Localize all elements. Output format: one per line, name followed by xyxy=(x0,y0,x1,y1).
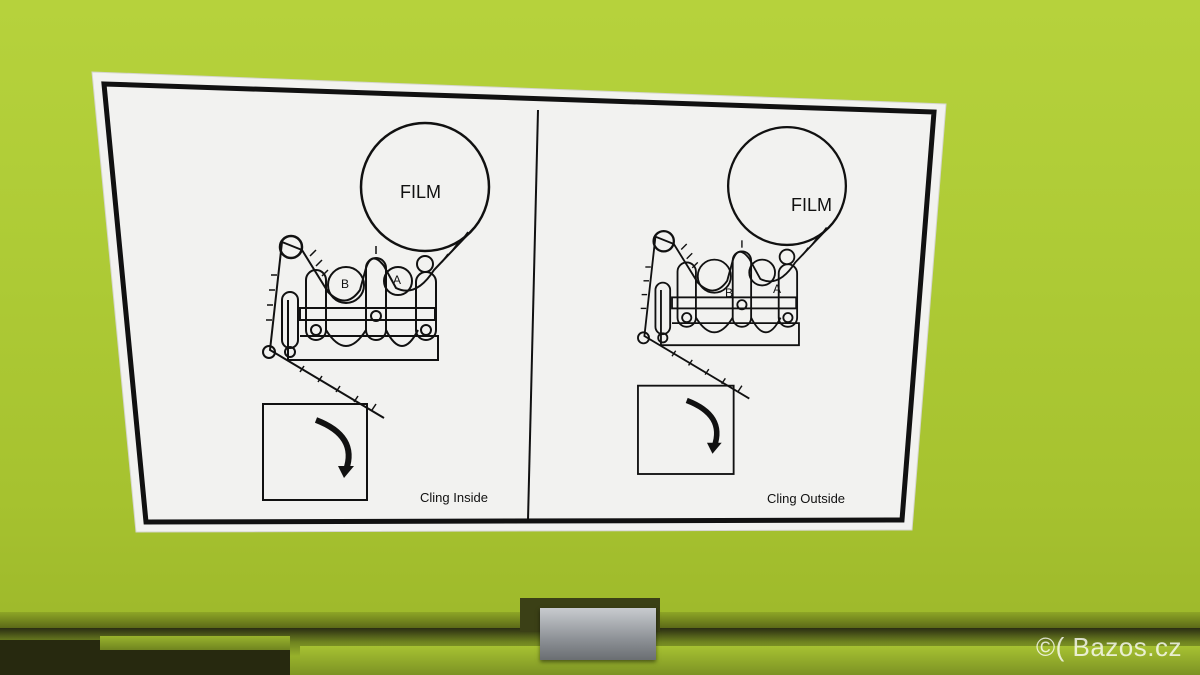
right-film-label: FILM xyxy=(791,195,833,215)
metal-latch xyxy=(540,608,656,660)
rail-bar-right xyxy=(300,646,1200,675)
left-film-label: FILM xyxy=(400,182,442,202)
machine-panel xyxy=(0,0,1200,625)
right-roller-a-label: A xyxy=(773,282,782,296)
left-caption: Cling Inside xyxy=(420,490,488,505)
watermark-text: ©( Bazos.cz xyxy=(1035,632,1182,662)
left-roller-b-label: B xyxy=(341,277,350,291)
right-caption: Cling Outside xyxy=(767,491,846,506)
left-roller-a-label: A xyxy=(393,273,402,287)
rail-bar-left xyxy=(100,636,290,650)
right-roller-b-label: B xyxy=(725,286,734,300)
